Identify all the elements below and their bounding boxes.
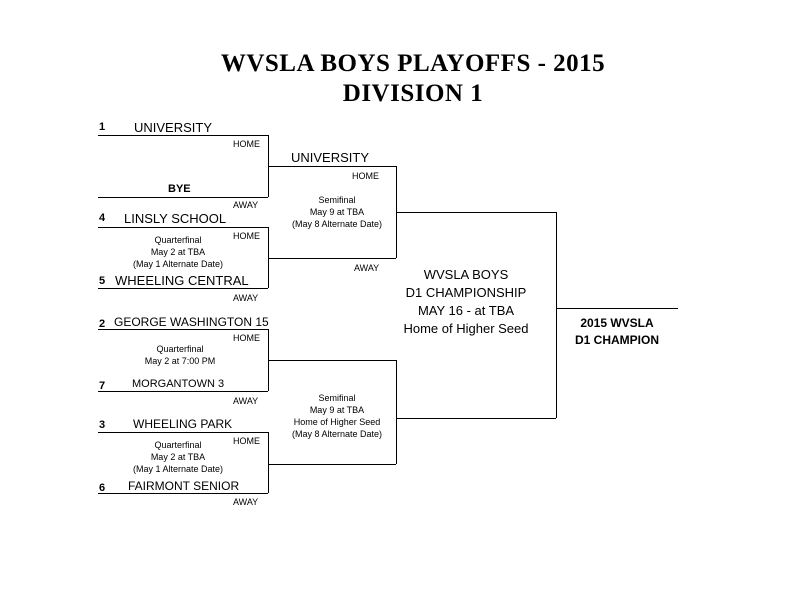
home-label: HOME	[233, 333, 260, 343]
bracket-line	[98, 227, 268, 228]
game-note: Quarterfinal May 2 at TBA (May 1 Alterna…	[132, 440, 224, 474]
team-name: FAIRMONT SENIOR	[128, 479, 240, 493]
away-label: AWAY	[233, 293, 259, 303]
bracket-line	[98, 197, 268, 198]
bracket-line	[396, 212, 556, 213]
team-name: WHEELING PARK	[133, 417, 233, 431]
seed-number: 1	[99, 121, 106, 133]
team-name: LINSLY SCHOOL	[124, 211, 227, 226]
team-name: BYE	[168, 183, 191, 195]
team-name: UNIVERSITY	[134, 120, 213, 135]
game-note: Quarterfinal May 2 at 7:00 PM	[144, 344, 216, 366]
game-note: Semifinal May 9 at TBA Home of Higher Se…	[291, 393, 383, 439]
champion-label: 2015 WVSLA D1 CHAMPION	[574, 316, 659, 347]
seed-number: 7	[99, 380, 106, 392]
game-note: Semifinal May 9 at TBA (May 8 Alternate …	[291, 195, 383, 229]
bracket-line	[98, 135, 268, 136]
bracket-line	[98, 288, 268, 289]
home-label: HOME	[233, 231, 260, 241]
seed-number: 6	[99, 482, 106, 494]
bracket-line	[268, 464, 396, 465]
bracket-connector	[268, 432, 269, 493]
away-label: AWAY	[354, 263, 380, 273]
game-note: Quarterfinal May 2 at TBA (May 1 Alterna…	[132, 235, 224, 269]
bracket-line	[396, 418, 556, 419]
bracket-connector	[556, 212, 557, 418]
team-name: MORGANTOWN 3	[132, 378, 225, 390]
bracket-line	[98, 391, 268, 392]
page-title: WVSLA BOYS PLAYOFFS - 2015	[220, 50, 606, 77]
team-name: GEORGE WASHINGTON 15	[114, 315, 269, 329]
seed-number: 4	[99, 212, 106, 224]
away-label: AWAY	[233, 396, 259, 406]
team-name: WHEELING CENTRAL	[115, 273, 249, 288]
seed-number: 2	[99, 318, 106, 330]
bracket-line	[268, 258, 396, 259]
home-label: HOME	[233, 436, 260, 446]
bracket-connector	[268, 227, 269, 288]
bracket-connector	[396, 360, 397, 464]
bracket-line	[98, 329, 268, 330]
bracket-line	[268, 360, 396, 361]
bracket-line	[98, 432, 268, 433]
home-label: HOME	[233, 139, 260, 149]
away-label: AWAY	[233, 497, 259, 507]
seed-number: 3	[99, 419, 106, 431]
home-label: HOME	[352, 171, 379, 181]
championship-info: WVSLA BOYS D1 CHAMPIONSHIP MAY 16 - at T…	[403, 267, 529, 336]
bracket-line	[268, 166, 396, 167]
bracket-line	[98, 493, 268, 494]
division-title: DIVISION 1	[342, 80, 484, 107]
seed-number: 5	[99, 275, 106, 287]
away-label: AWAY	[233, 200, 259, 210]
team-name: UNIVERSITY	[291, 150, 370, 165]
bracket-line	[556, 308, 678, 309]
